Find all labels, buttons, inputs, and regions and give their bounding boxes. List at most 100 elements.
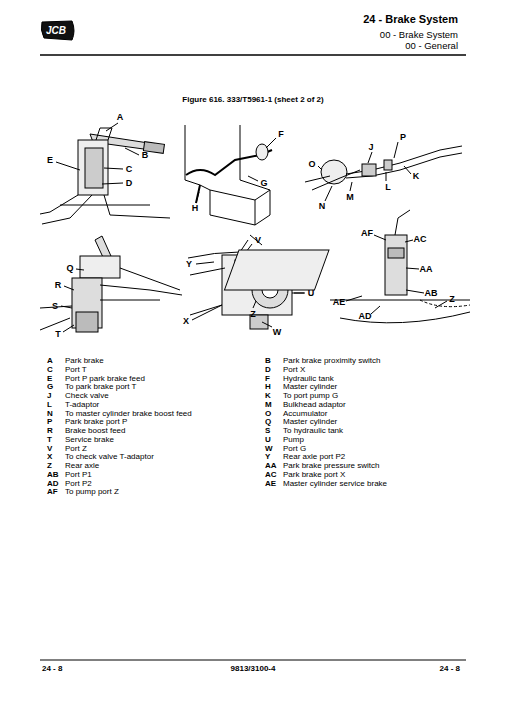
callout-letter: W bbox=[272, 328, 283, 337]
legend-letter: Y bbox=[265, 453, 270, 461]
legend-description: To master cylinder brake boost feed bbox=[65, 410, 192, 418]
legend-letter: J bbox=[47, 392, 51, 400]
legend-description: Service brake bbox=[65, 436, 114, 444]
legend-description: To hydraulic tank bbox=[283, 427, 343, 435]
callout-letter: K bbox=[412, 172, 421, 181]
legend-letter: AC bbox=[265, 471, 277, 479]
legend-letter: X bbox=[47, 453, 52, 461]
legend-description: Port G bbox=[283, 445, 306, 453]
callout-letter: T bbox=[54, 330, 62, 339]
callout-letter: R bbox=[54, 281, 63, 290]
legend-letter: C bbox=[47, 366, 53, 374]
callout-letter: A bbox=[116, 113, 125, 122]
legend-letter: AA bbox=[265, 462, 277, 470]
legend-description: To park brake port T bbox=[65, 383, 136, 391]
legend-description: To port pump G bbox=[283, 392, 338, 400]
legend-letter: T bbox=[47, 436, 52, 444]
legend-description: Check valve bbox=[65, 392, 109, 400]
legend-letter: AF bbox=[47, 488, 58, 496]
legend-letter: O bbox=[265, 410, 271, 418]
legend-letter: B bbox=[265, 357, 271, 365]
callout-letter: S bbox=[51, 302, 59, 311]
legend-description: Hydraulic tank bbox=[283, 375, 334, 383]
callout-letter: O bbox=[307, 160, 316, 169]
legend-description: Port P2 bbox=[65, 480, 92, 488]
callout-letter: L bbox=[384, 183, 392, 192]
legend-description: Master cylinder service brake bbox=[283, 480, 387, 488]
callout-letter: Q bbox=[65, 264, 74, 273]
legend-letter: D bbox=[265, 366, 271, 374]
legend-letter: E bbox=[47, 375, 52, 383]
legend-letter: K bbox=[265, 392, 271, 400]
legend-letter: F bbox=[265, 375, 270, 383]
callout-letter: N bbox=[318, 202, 327, 211]
legend-description: T-adaptor bbox=[65, 401, 99, 409]
callout-letter: Z bbox=[249, 310, 257, 319]
legend-description: Port Z bbox=[65, 445, 87, 453]
legend-letter: S bbox=[265, 427, 270, 435]
legend-description: To check valve T-adaptor bbox=[65, 453, 154, 461]
figure-caption: Figure 616. 333/T5961-1 (sheet 2 of 2) bbox=[0, 96, 506, 104]
legend-letter: Z bbox=[47, 462, 52, 470]
legend-letter: Q bbox=[265, 418, 271, 426]
callout-letter: P bbox=[399, 133, 407, 142]
page-number: 24 - 8 bbox=[42, 665, 62, 673]
document-number: 9813/3100-4 bbox=[0, 665, 506, 673]
callout-letter: H bbox=[191, 204, 200, 213]
callout-letter: J bbox=[367, 143, 374, 152]
page-number: 24 - 8 bbox=[440, 665, 460, 673]
callout-letter: AA bbox=[419, 265, 434, 274]
legend-description: Bulkhead adaptor bbox=[283, 401, 346, 409]
legend-description: Port P park brake feed bbox=[65, 375, 145, 383]
legend-letter: AE bbox=[265, 480, 276, 488]
callout-letter: X bbox=[182, 317, 190, 326]
legend-description: Rear axle port P2 bbox=[283, 453, 345, 461]
page-title: 24 - Brake System bbox=[363, 14, 458, 25]
callout-letter: U bbox=[307, 289, 316, 298]
legend-letter: L bbox=[47, 401, 52, 409]
legend-description: Park brake port P bbox=[65, 418, 127, 426]
legend-letter: H bbox=[265, 383, 271, 391]
callout-letter: C bbox=[125, 165, 134, 174]
callout-letter: AC bbox=[413, 235, 428, 244]
legend-description: Accumulator bbox=[283, 410, 327, 418]
callout-letter: AD bbox=[358, 312, 373, 321]
legend-letter: W bbox=[265, 445, 273, 453]
callout-letter: Z bbox=[448, 295, 456, 304]
legend-letter: AB bbox=[47, 471, 59, 479]
legend-letter: P bbox=[47, 418, 52, 426]
callout-letter: B bbox=[141, 151, 150, 160]
legend-letter: N bbox=[47, 410, 53, 418]
callout-letter: AE bbox=[332, 298, 347, 307]
legend-letter: V bbox=[47, 445, 52, 453]
legend-letter: A bbox=[47, 357, 53, 365]
legend-letter: M bbox=[265, 401, 272, 409]
legend-description: Master cylinder bbox=[283, 383, 337, 391]
subsection-heading: 00 - General bbox=[405, 41, 458, 51]
legend-description: Park brake pressure switch bbox=[283, 462, 379, 470]
callout-letter: Y bbox=[185, 260, 193, 269]
logo-text: JCB bbox=[46, 26, 66, 36]
callout-letter: AB bbox=[424, 289, 439, 298]
legend-description: Rear axle bbox=[65, 462, 99, 470]
callout-letter: G bbox=[259, 179, 268, 188]
callout-letter: E bbox=[46, 156, 54, 165]
legend-description: Park brake proximity switch bbox=[283, 357, 380, 365]
legend-description: Pump bbox=[283, 436, 304, 444]
callout-letter: F bbox=[277, 130, 285, 139]
legend-description: To pump port Z bbox=[65, 488, 119, 496]
callout-letter: V bbox=[254, 236, 262, 245]
section-heading: 00 - Brake System bbox=[380, 30, 458, 40]
legend-description: Port X bbox=[283, 366, 305, 374]
callout-letter: M bbox=[345, 193, 355, 202]
legend-description: Port P1 bbox=[65, 471, 92, 479]
legend-letter: U bbox=[265, 436, 271, 444]
legend-letter: AD bbox=[47, 480, 59, 488]
legend-description: Master cylinder bbox=[283, 418, 337, 426]
callout-letter: D bbox=[125, 179, 134, 188]
legend-letter: G bbox=[47, 383, 53, 391]
callout-letter: AF bbox=[360, 229, 374, 238]
legend-description: Port T bbox=[65, 366, 87, 374]
legend-description: Park brake port X bbox=[283, 471, 345, 479]
legend-letter: R bbox=[47, 427, 53, 435]
